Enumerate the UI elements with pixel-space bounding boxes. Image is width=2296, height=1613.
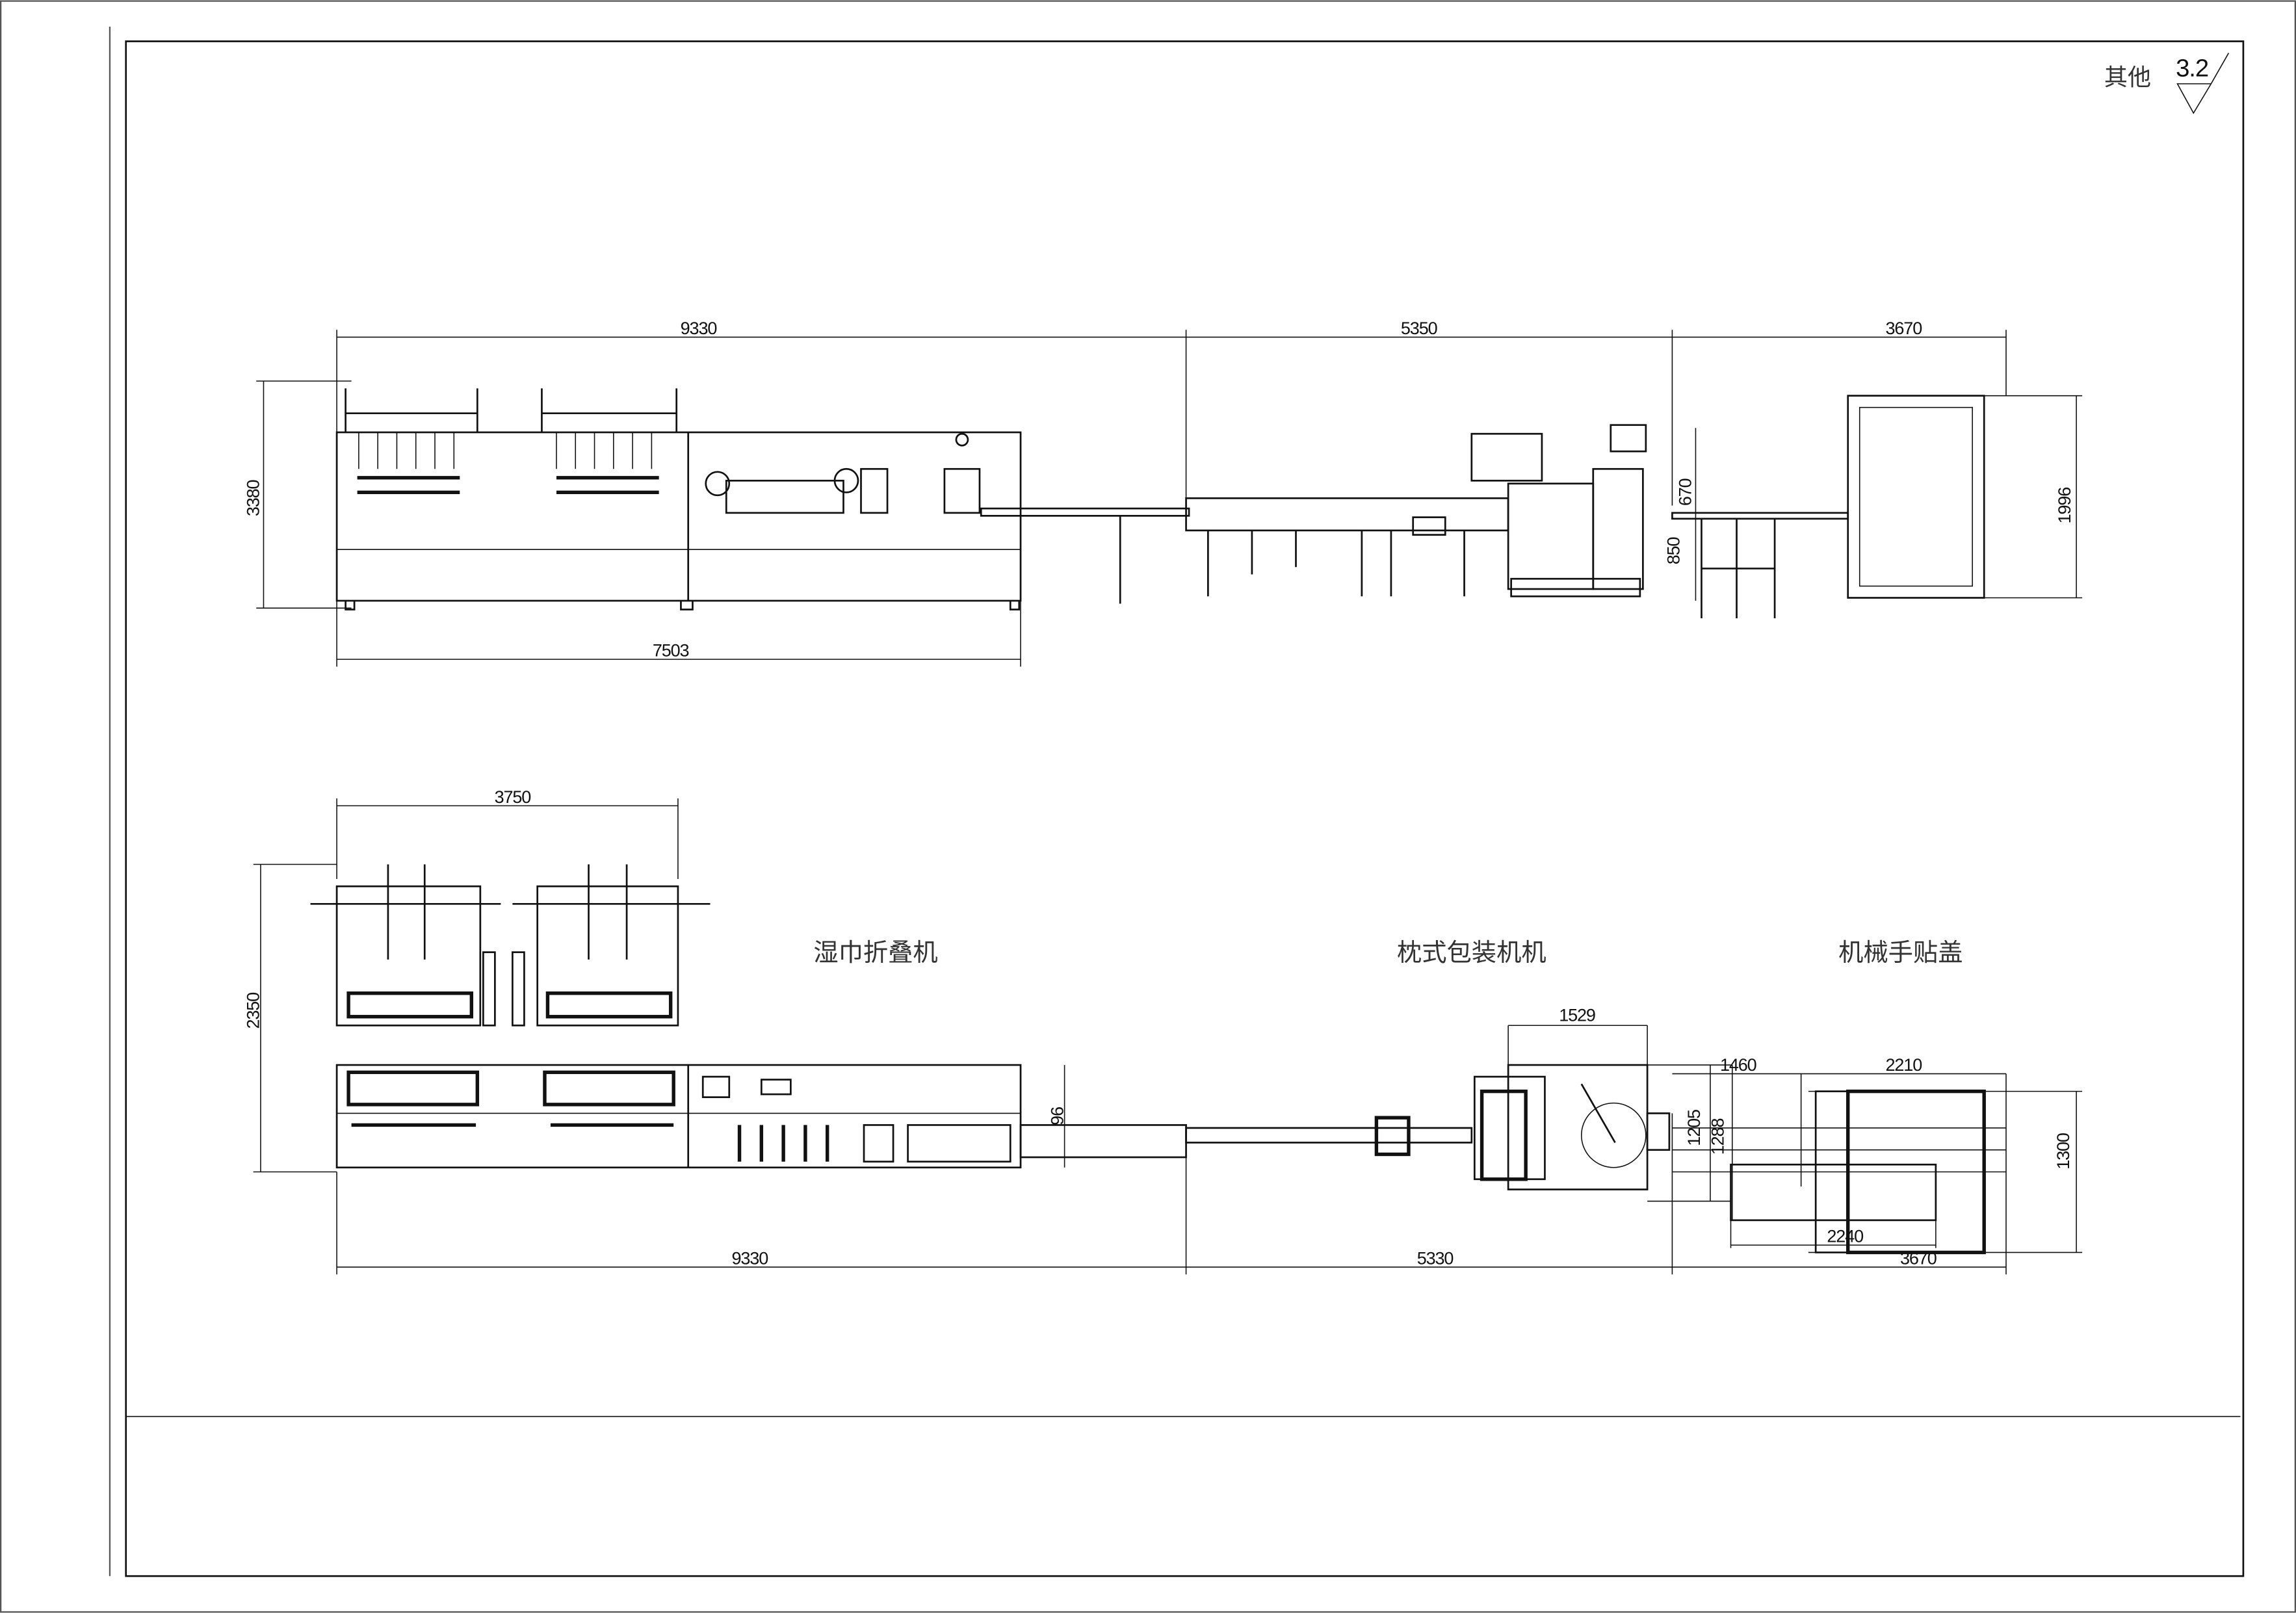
plan-view: 湿巾折叠机 枕式包装机机 机械手贴盖 (244, 787, 2083, 1275)
dim-5330: 5330 (1417, 1248, 1454, 1268)
dim-1288: 1288 (1708, 1119, 1727, 1155)
dim-670: 670 (1676, 479, 1695, 506)
dim-5350: 5350 (1401, 319, 1437, 338)
dim-1529: 1529 (1559, 1005, 1595, 1025)
roughness-symbol: 其他 3.2 (2104, 53, 2230, 114)
dim-96: 96 (1047, 1107, 1067, 1125)
dim-1300: 1300 (2054, 1133, 2073, 1170)
plan-conveyor (1019, 1116, 1473, 1159)
folding-machine-side (335, 388, 1022, 610)
dim-3380: 3380 (244, 480, 263, 516)
dim-9330-plan: 9330 (732, 1248, 768, 1268)
dim-1996: 1996 (2055, 488, 2074, 524)
folding-machine-plan (335, 1064, 1022, 1169)
dim-3670: 3670 (1886, 319, 1922, 338)
connecting-conveyor (980, 507, 1190, 604)
plan-dimensions: 3750 2350 96 1529 1460 2210 1205 1288 13… (244, 787, 2083, 1275)
label-robot-capping: 机械手贴盖 (1838, 938, 1963, 967)
dim-1460: 1460 (1720, 1055, 1756, 1075)
top-dimensions: 9330 5350 3670 3380 7503 670 850 1996 (244, 319, 2083, 667)
roughness-value: 3.2 (2176, 55, 2208, 83)
robot-capping-plan (1672, 1089, 2006, 1255)
dim-850: 850 (1664, 537, 1684, 564)
dim-2350: 2350 (244, 993, 263, 1029)
pillow-packing-machine-plan (1473, 1064, 1671, 1190)
top-elevation-view: 9330 5350 3670 3380 7503 670 850 1996 (244, 319, 2083, 667)
dim-7503: 7503 (653, 641, 689, 661)
plan-labels: 湿巾折叠机 枕式包装机机 机械手贴盖 (813, 938, 1963, 967)
unwind-stands (310, 864, 711, 1027)
dim-3750: 3750 (495, 787, 531, 807)
roughness-label: 其他 (2104, 64, 2151, 91)
label-folding-machine: 湿巾折叠机 (813, 938, 937, 967)
robot-capping-side (1671, 395, 1985, 619)
dim-2210: 2210 (1886, 1055, 1922, 1075)
label-pillow-packing-machine: 枕式包装机机 (1397, 938, 1546, 967)
dim-9330: 9330 (681, 319, 717, 338)
dim-2240: 2240 (1827, 1227, 1863, 1246)
pillow-packing-machine-side (1185, 424, 1647, 597)
